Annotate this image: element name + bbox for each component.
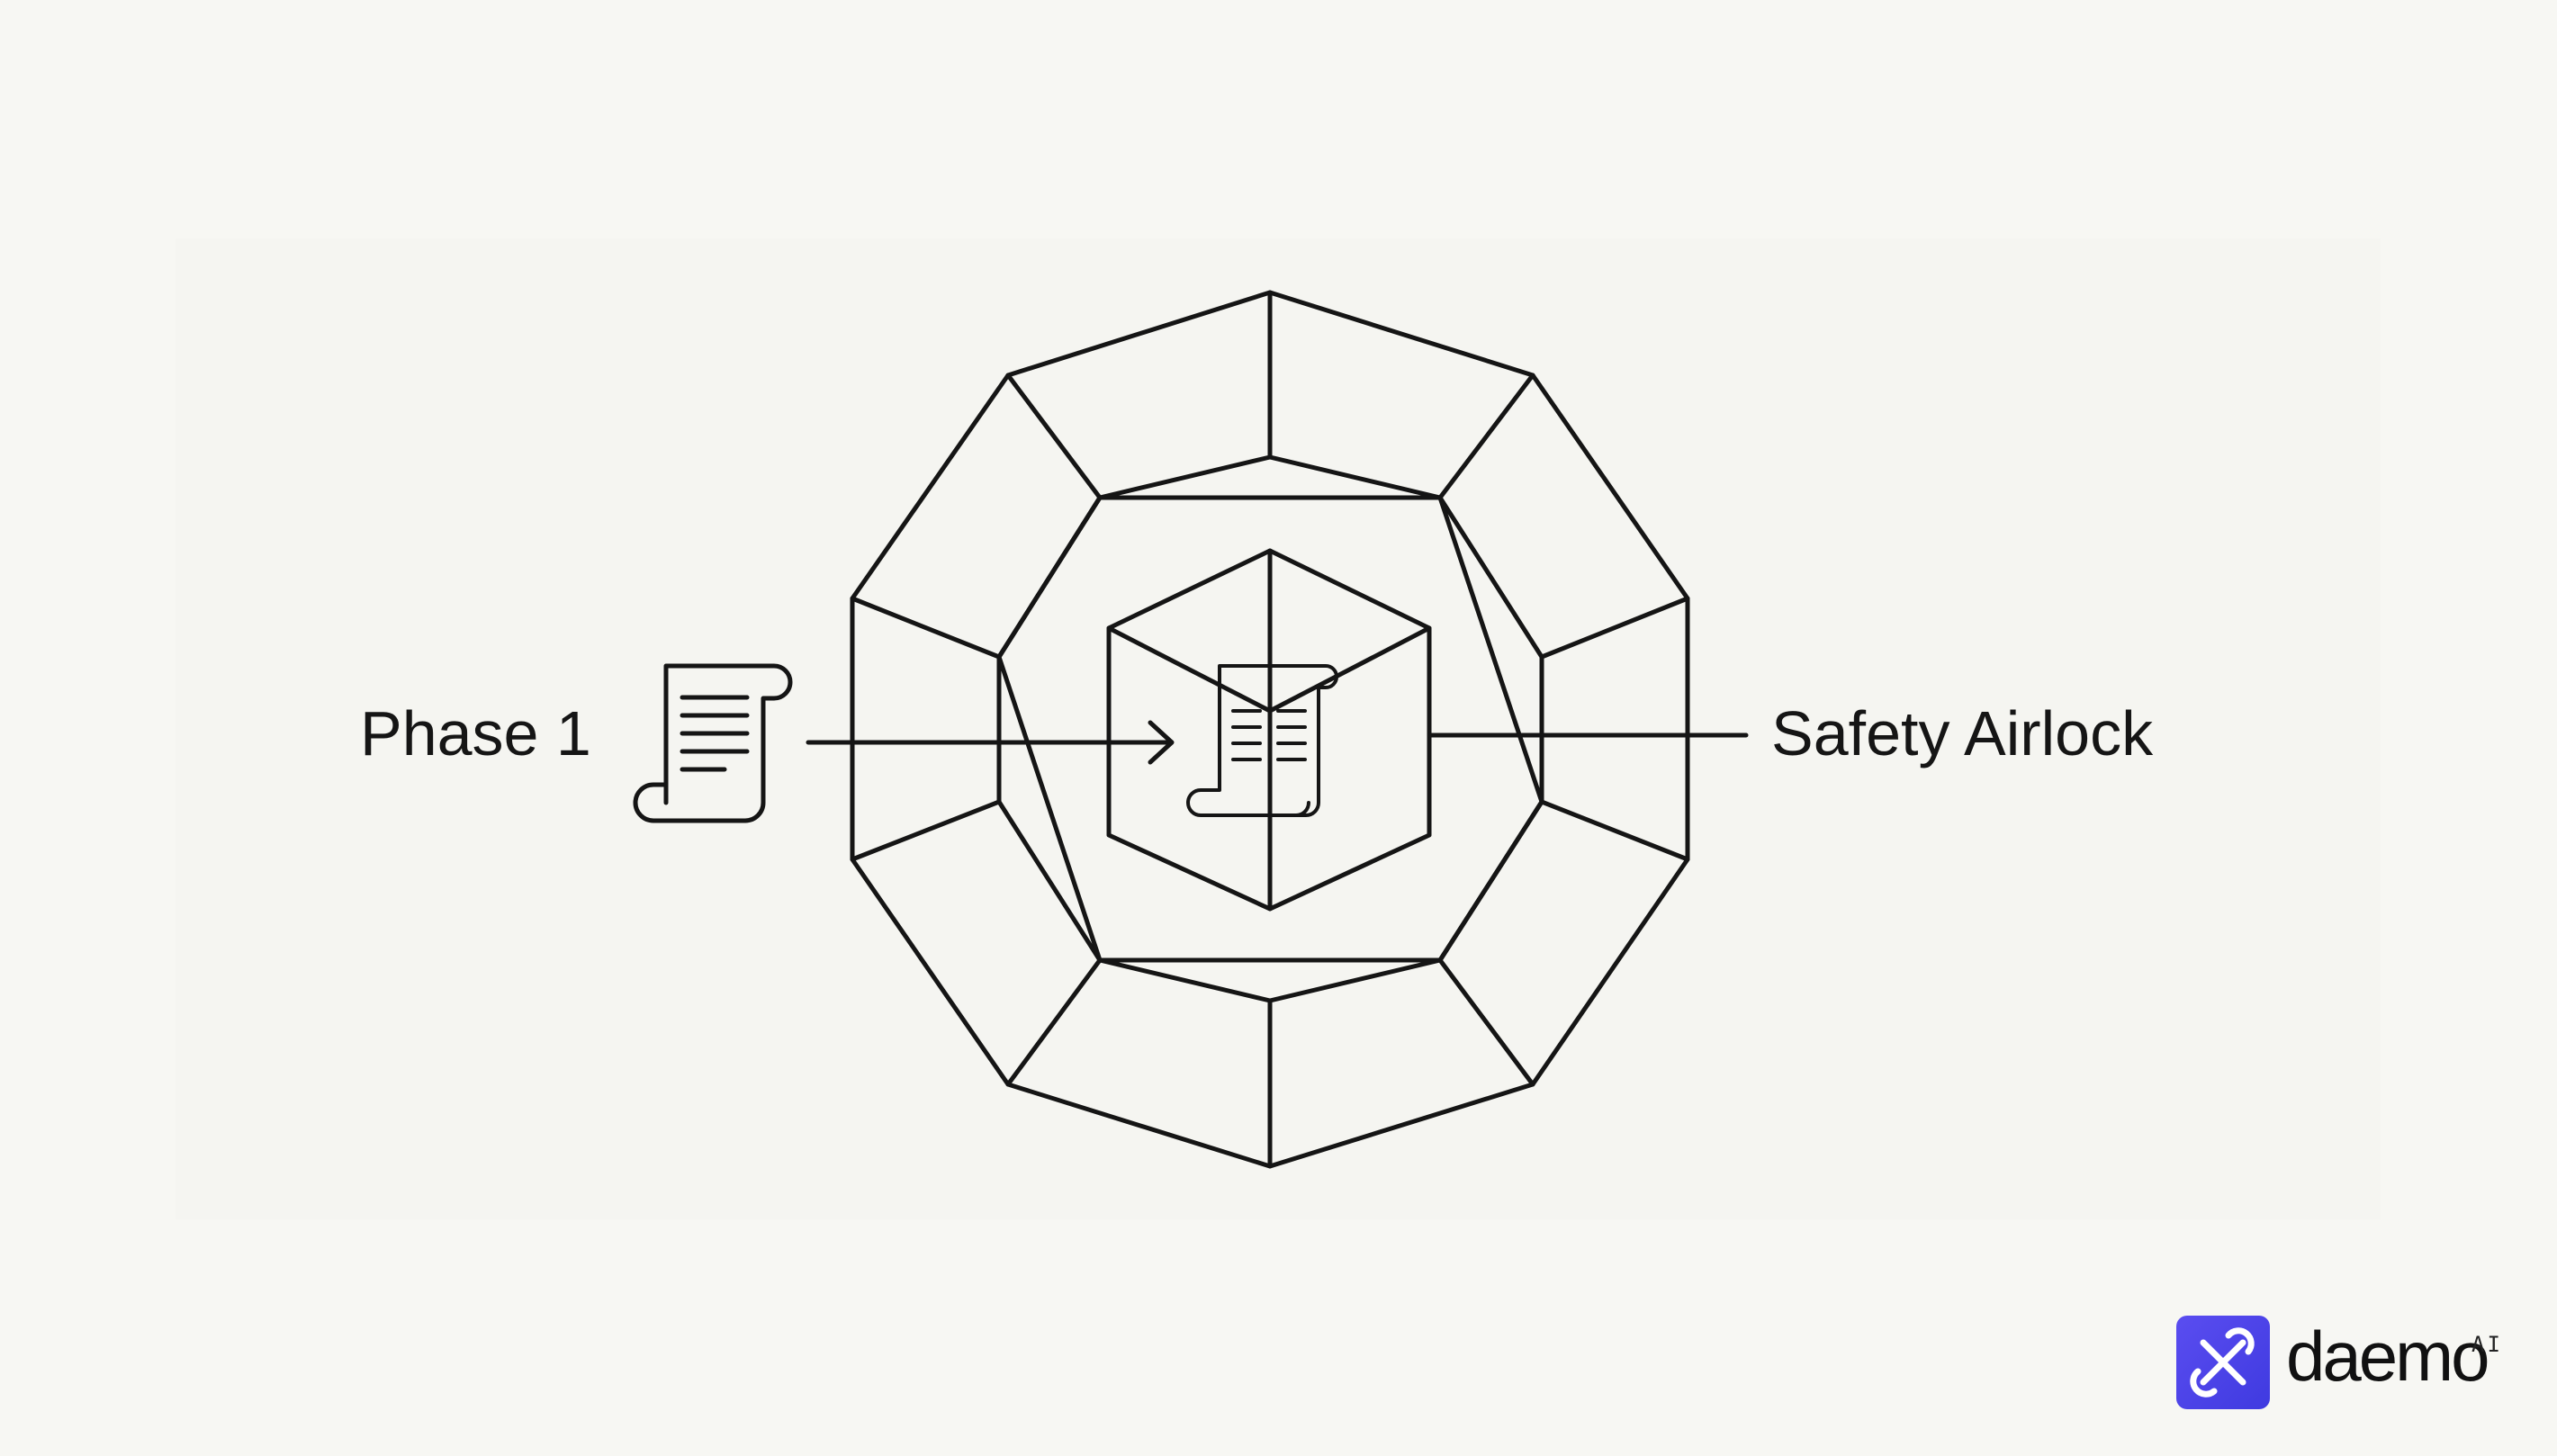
- brand-logo: [2176, 1316, 2270, 1409]
- scroll-document-icon: [633, 663, 793, 823]
- decagon-spokes: [850, 290, 1690, 1169]
- phase-label: Phase 1: [360, 698, 591, 768]
- safety-airlock-label: Safety Airlock: [1771, 698, 2154, 768]
- crossed-links-icon: [2190, 1327, 2255, 1398]
- inner-pentagon-ring: [996, 495, 1544, 963]
- brand-suffix: AI: [2471, 1332, 2503, 1357]
- cube-icon: [1106, 548, 1432, 912]
- input-arrow: [806, 720, 1175, 765]
- brand-name: daemo: [2286, 1317, 2489, 1396]
- inner-scroll-document-icon: [1186, 664, 1338, 817]
